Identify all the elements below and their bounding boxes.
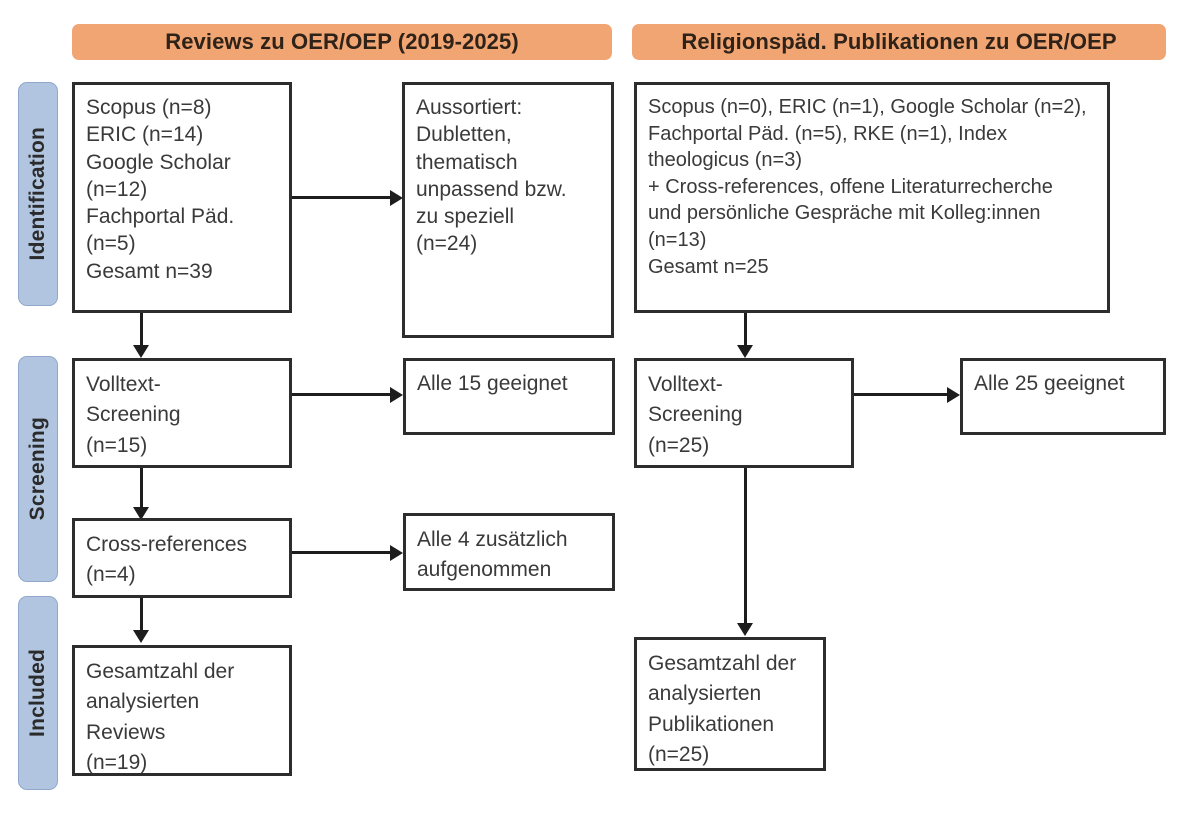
connector-left-id-to-excluded	[292, 196, 392, 199]
right-screening-result-box: Alle 25 geeignet	[960, 358, 1166, 435]
left-included-box: Gesamtzahl der analysierten Reviews (n=1…	[72, 645, 292, 776]
connector-left-id-to-screening	[140, 313, 143, 350]
stage-label-screening: Screening	[18, 356, 58, 582]
arrowhead-left-screening-to-crossref	[133, 507, 149, 520]
connector-left-screening-to-result	[292, 393, 393, 396]
arrowhead-left-id-to-excluded	[390, 190, 403, 206]
arrowhead-left-crossref-to-result	[390, 545, 403, 561]
stage-label-identification: Identification	[18, 82, 58, 306]
connector-right-screening-to-result	[854, 393, 950, 396]
arrowhead-right-id-to-screening	[737, 345, 753, 358]
stage-label-included: Included	[18, 596, 58, 790]
connector-right-screening-to-included	[744, 468, 747, 628]
arrowhead-left-id-to-screening	[133, 345, 149, 358]
arrowhead-right-screening-to-result	[947, 387, 960, 403]
right-identification-box: Scopus (n=0), ERIC (n=1), Google Scholar…	[634, 82, 1110, 313]
stage-label-included-text: Included	[26, 649, 49, 737]
stage-label-screening-text: Screening	[26, 417, 49, 521]
connector-left-crossref-to-result	[292, 551, 393, 554]
left-screening-box: Volltext- Screening (n=15)	[72, 358, 292, 468]
left-crossref-result-box: Alle 4 zusätzlich aufgenommen	[403, 513, 615, 591]
arrowhead-right-screening-to-included	[737, 623, 753, 636]
arrowhead-left-screening-to-result	[390, 387, 403, 403]
connector-left-screening-to-crossref	[140, 468, 143, 512]
right-screening-box: Volltext- Screening (n=25)	[634, 358, 854, 468]
left-excluded-box: Aussortiert: Dubletten, thematisch unpas…	[402, 82, 614, 338]
arrowhead-left-crossref-to-included	[133, 630, 149, 643]
left-screening-result-box: Alle 15 geeignet	[403, 358, 615, 435]
column-banner-religionspaed: Religionspäd. Publikationen zu OER/OEP	[632, 24, 1166, 60]
column-banner-reviews: Reviews zu OER/OEP (2019-2025)	[72, 24, 612, 60]
connector-left-crossref-to-included	[140, 598, 143, 634]
connector-right-id-to-screening	[744, 313, 747, 350]
stage-label-identification-text: Identification	[26, 127, 49, 261]
left-identification-box: Scopus (n=8) ERIC (n=14) Google Scholar …	[72, 82, 292, 313]
left-crossref-box: Cross-references (n=4)	[72, 518, 292, 598]
right-included-box: Gesamtzahl der analysierten Publikatione…	[634, 637, 826, 771]
